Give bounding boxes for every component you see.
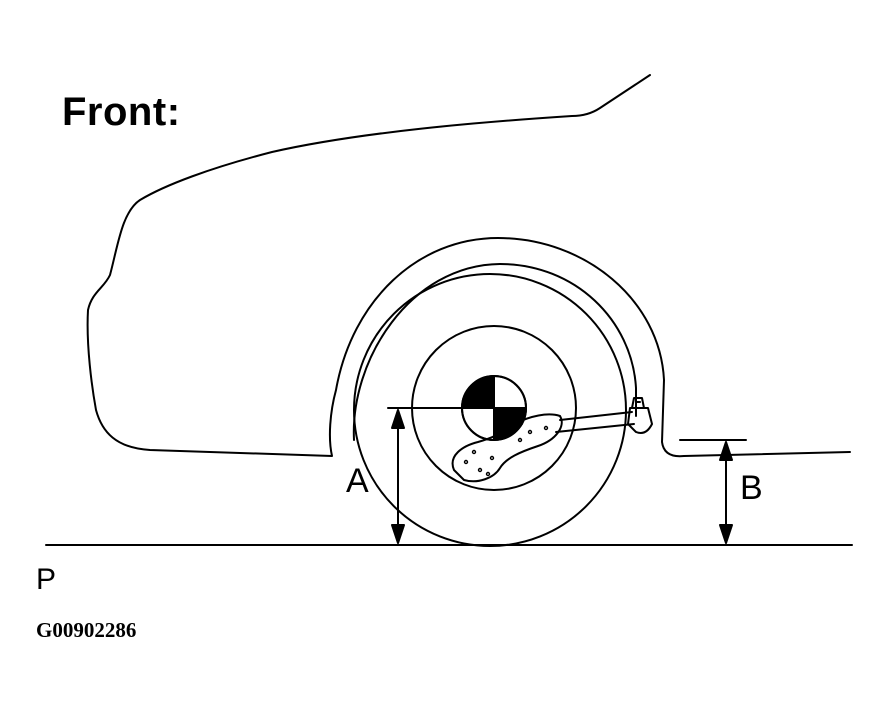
ground-label: P — [36, 563, 57, 596]
wheel-arch-liner — [352, 263, 637, 441]
suspension-knuckle — [451, 413, 563, 483]
dimension-a-label: A — [346, 462, 369, 500]
car-body-outline — [86, 74, 851, 458]
dimension-b-arrow — [719, 441, 733, 544]
lower-control-arm — [555, 411, 635, 433]
diagram-title: Front: — [62, 90, 181, 134]
ball-joint-bolt — [627, 397, 653, 434]
caliper-mount — [505, 411, 523, 425]
knuckle-texture — [463, 425, 549, 477]
dimension-b-label: B — [740, 469, 763, 507]
figure-code: G00902286 — [36, 618, 137, 642]
dimension-a-arrow — [391, 409, 405, 544]
